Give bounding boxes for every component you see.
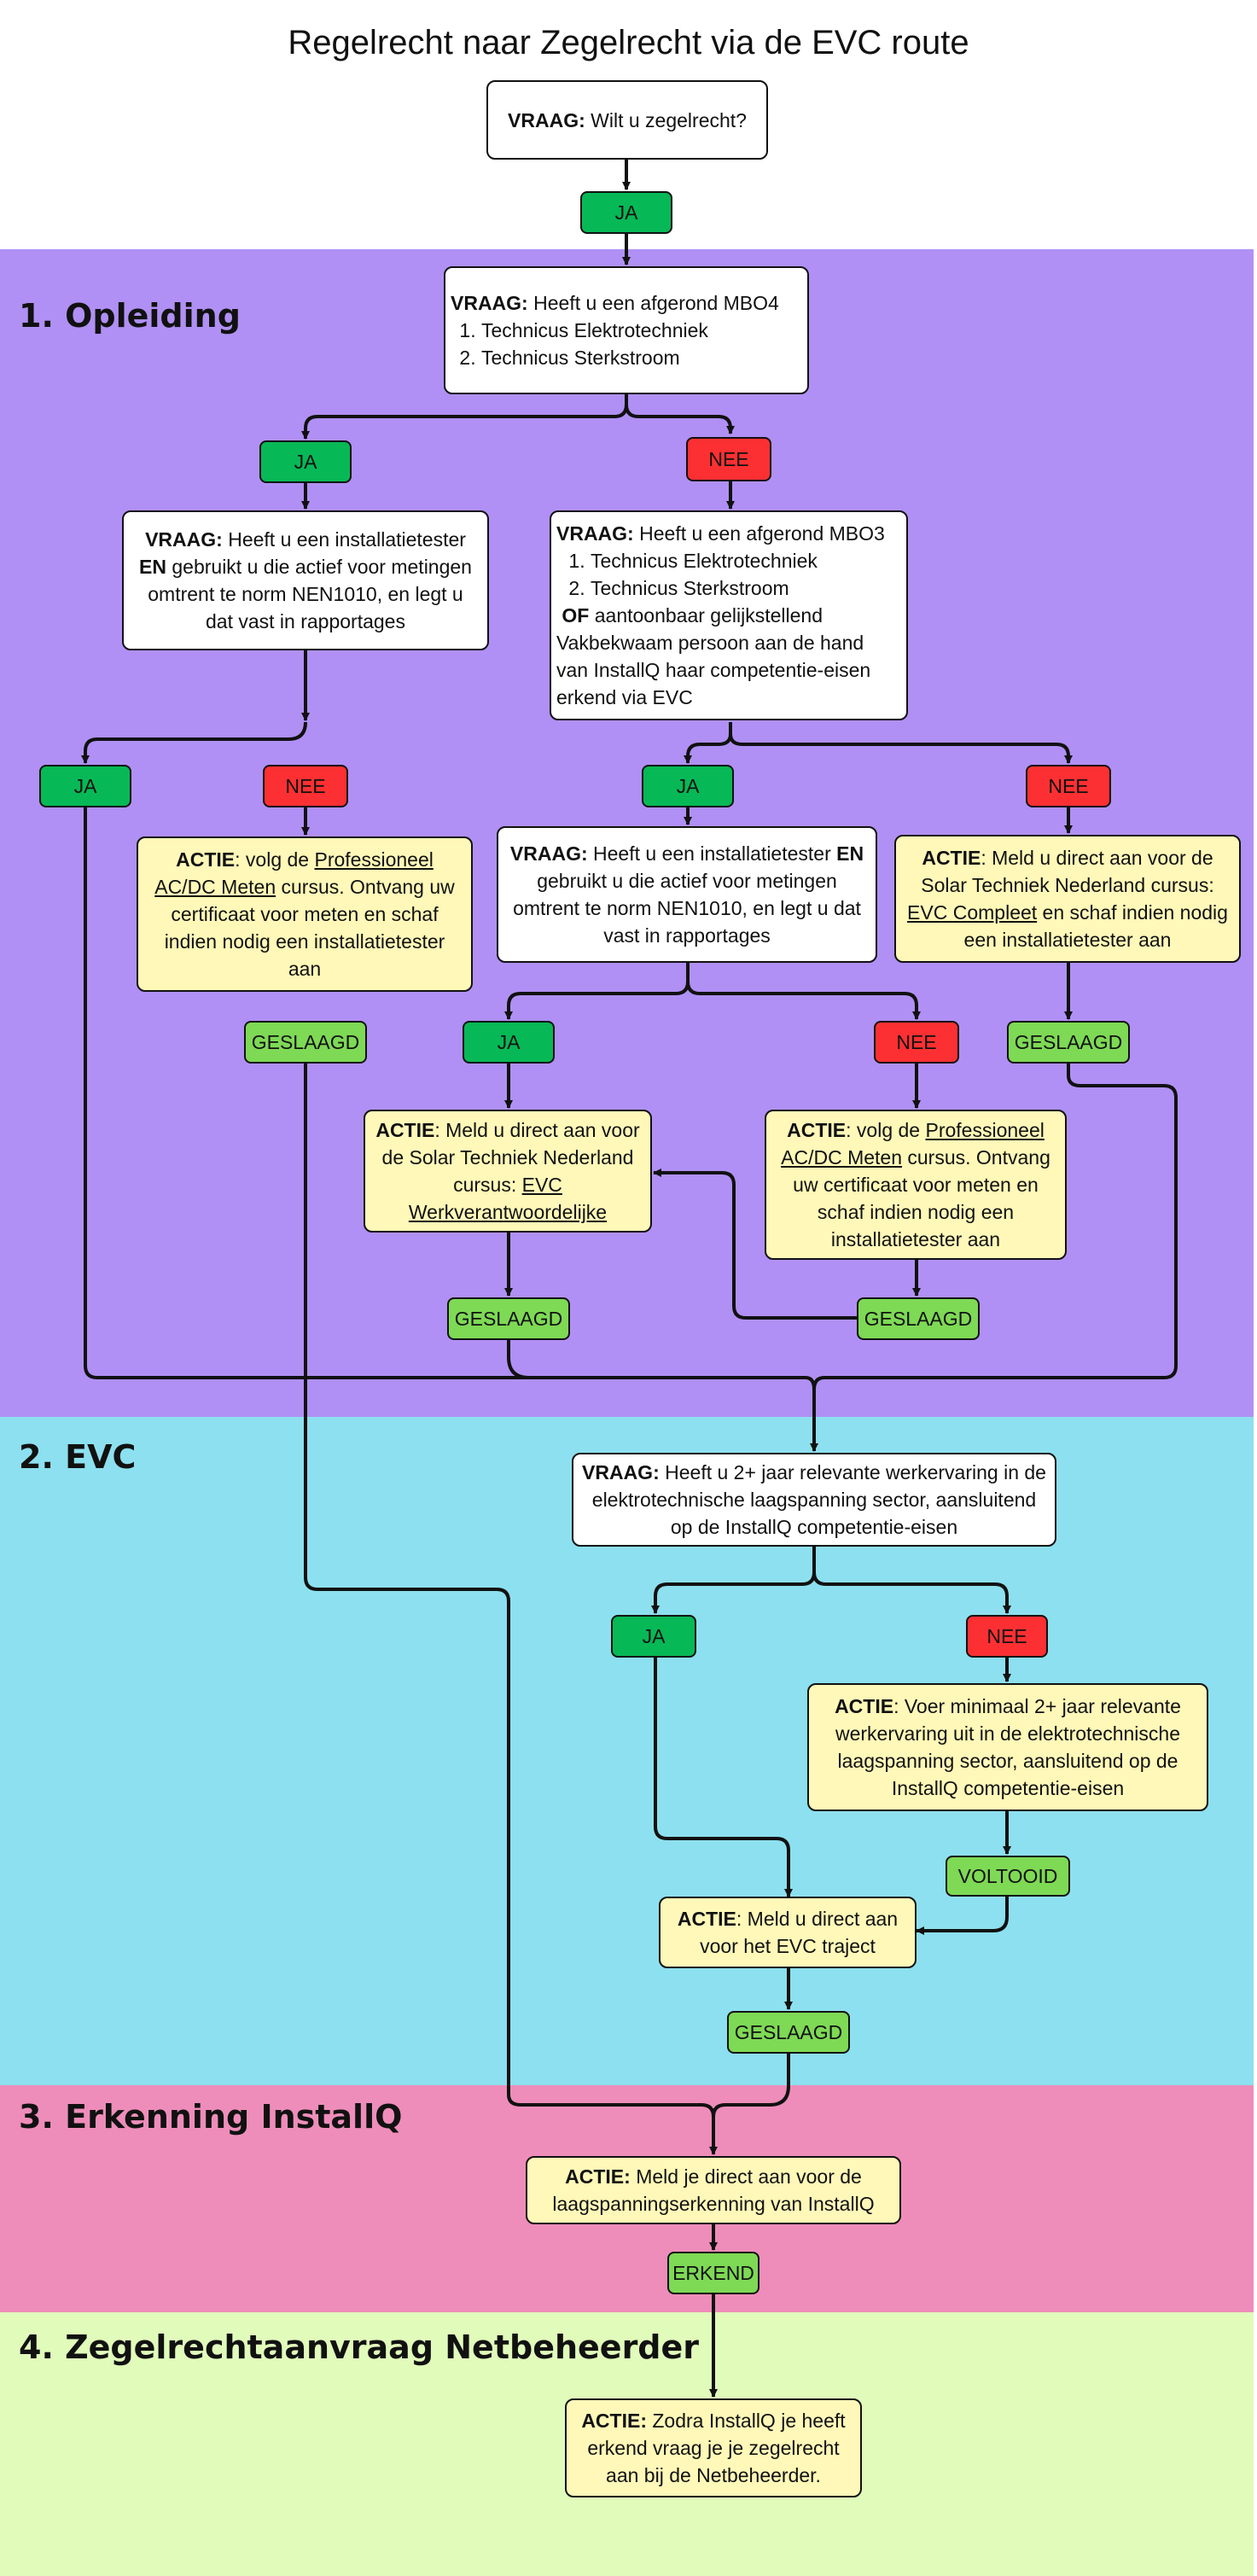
answer-nee-tester-mid: NEE <box>874 1021 959 1064</box>
page-title: Regelrecht naar Zegelrecht via de EVC ro… <box>288 24 969 61</box>
actie-label: ACTIE <box>922 847 981 869</box>
geslaagd-meten-left: GESLAAGD <box>244 1021 367 1064</box>
action-ac-dc-meten-left: ACTIE: volg de Professioneel AC/DC Meten… <box>137 836 473 992</box>
erkend-badge: ERKEND <box>667 2252 759 2294</box>
question-zegelrecht: VRAAG: Wilt u zegelrecht? <box>486 80 768 160</box>
section-title-evc: 2. EVC <box>19 1438 137 1476</box>
actie-label: ACTIE <box>677 1908 736 1930</box>
question-werkervaring: VRAAG: Heeft u 2+ jaar relevante werkerv… <box>572 1453 1056 1547</box>
voltooid-werkervaring: VOLTOOID <box>946 1856 1070 1897</box>
geslaagd-evc-traject: GESLAAGD <box>727 2011 850 2054</box>
action-meten-right-pre: : volg de <box>846 1119 926 1141</box>
question-tester-left-post: gebruikt u die actief voor metingen omtr… <box>148 556 472 632</box>
answer-ja-mbo3: JA <box>642 765 734 807</box>
mbo4-item-1: Technicus Elektrotechniek <box>481 317 799 344</box>
section-title-opleiding: 1. Opleiding <box>19 297 241 335</box>
link-professioneel-ac-dc-meten[interactable]: Professioneel AC/DC Meten <box>154 848 434 898</box>
vraag-label: VRAAG: <box>451 292 528 314</box>
answer-nee-mbo4: NEE <box>686 437 771 481</box>
answer-ja-mbo4: JA <box>259 440 352 483</box>
actie-colon-label: ACTIE: <box>581 2410 647 2432</box>
question-tester-left-pre: Heeft u een installatietester <box>228 528 466 551</box>
question-installatietester-left: VRAAG: Heeft u een installatietester EN … <box>122 510 489 650</box>
link-evc-werkverantwoordelijke[interactable]: EVC Werkverantwoordelijke <box>408 1174 608 1223</box>
of-label: OF <box>562 604 590 627</box>
geslaagd-evc-werk: GESLAAGD <box>447 1297 570 1340</box>
geslaagd-meten-right: GESLAAGD <box>857 1297 980 1340</box>
answer-nee-mbo3: NEE <box>1026 765 1111 807</box>
link-evc-compleet[interactable]: EVC Compleet <box>907 901 1038 924</box>
vraag-label: VRAAG: <box>582 1461 660 1483</box>
action-netbeheerder: ACTIE: Zodra InstallQ je heeft erkend vr… <box>565 2398 862 2497</box>
question-mbo3-of-text: aantoonbaar gelijkstellend Vakbekwaam pe… <box>556 604 871 708</box>
action-meten-left-pre: : volg de <box>235 848 315 871</box>
vraag-label: VRAAG: <box>508 108 585 131</box>
mbo4-item-2: Technicus Sterkstroom <box>481 344 799 371</box>
section-title-erkenning: 3. Erkenning InstallQ <box>19 2098 403 2136</box>
question-tester-mid-post: gebruikt u die actief voor metingen omtr… <box>513 870 861 947</box>
action-evc-compleet: ACTIE: Meld u direct aan voor de Solar T… <box>894 835 1241 963</box>
mbo3-item-2: Technicus Sterkstroom <box>591 574 898 602</box>
link-professioneel-ac-dc-meten[interactable]: Professioneel AC/DC Meten <box>781 1119 1045 1169</box>
actie-colon-label: ACTIE: <box>565 2165 631 2188</box>
action-werkervaring: ACTIE: Voer minimaal 2+ jaar relevante w… <box>807 1683 1208 1811</box>
action-werkervaring-text: : Voer minimaal 2+ jaar relevante werker… <box>835 1695 1181 1799</box>
question-mbo4: VRAAG: Heeft u een afgerond MBO4 Technic… <box>444 266 809 394</box>
action-installq-erkenning: ACTIE: Meld je direct aan voor de laagsp… <box>526 2156 901 2224</box>
en-label: EN <box>836 842 864 865</box>
action-meten-right-post: cursus. Ontvang uw certificaat voor mete… <box>793 1146 1050 1250</box>
actie-label: ACTIE <box>176 848 236 871</box>
actie-label: ACTIE <box>835 1695 894 1717</box>
answer-ja-tester-mid: JA <box>463 1021 555 1064</box>
en-label: EN <box>139 556 166 578</box>
action-meten-left-post: cursus. Ontvang uw certificaat voor mete… <box>164 876 455 980</box>
question-mbo3-text: Heeft u een afgerond MBO3 <box>639 522 885 545</box>
action-evc-compleet-pre: : Meld u direct aan voor de Solar Techni… <box>921 847 1214 896</box>
vraag-label: VRAAG: <box>556 522 634 545</box>
vraag-label: VRAAG: <box>145 528 223 551</box>
geslaagd-evc-compleet: GESLAAGD <box>1007 1021 1130 1064</box>
action-netbeheerder-text: Zodra InstallQ je heeft erkend vraag je … <box>587 2410 846 2486</box>
question-zegelrecht-text: Wilt u zegelrecht? <box>591 108 747 131</box>
question-installatietester-mid: VRAAG: Heeft u een installatietester EN … <box>497 826 877 963</box>
answer-ja-werkervaring: JA <box>611 1615 696 1658</box>
action-evc-traject: ACTIE: Meld u direct aan voor het EVC tr… <box>659 1897 917 1968</box>
vraag-label: VRAAG: <box>509 842 588 865</box>
answer-ja-zegelrecht: JA <box>580 191 672 234</box>
question-werkervaring-text: Heeft u 2+ jaar relevante werkervaring i… <box>591 1461 1046 1538</box>
question-mbo3: VRAAG: Heeft u een afgerond MBO3 Technic… <box>550 510 908 720</box>
answer-nee-werkervaring: NEE <box>966 1615 1048 1658</box>
action-installq-text: Meld je direct aan voor de laagspannings… <box>552 2165 875 2215</box>
actie-label: ACTIE <box>787 1119 847 1141</box>
action-evc-werk-pre: : Meld u direct aan voor de Solar Techni… <box>381 1119 640 1196</box>
action-evc-werkverantwoordelijke: ACTIE: Meld u direct aan voor de Solar T… <box>364 1110 652 1233</box>
action-ac-dc-meten-right: ACTIE: volg de Professioneel AC/DC Meten… <box>765 1110 1067 1260</box>
question-tester-mid-pre: Heeft u een installatietester <box>593 842 831 865</box>
answer-ja-tester-left: JA <box>39 765 131 807</box>
section-title-netbeheerder: 4. Zegelrechtaanvraag Netbeheerder <box>19 2328 700 2366</box>
action-evc-traject-text: : Meld u direct aan voor het EVC traject <box>700 1908 899 1957</box>
question-mbo4-text: Heeft u een afgerond MBO4 <box>533 292 779 314</box>
actie-label: ACTIE <box>375 1119 435 1141</box>
action-evc-compleet-post: en schaf indien nodig een installatietes… <box>963 901 1228 951</box>
answer-nee-tester-left: NEE <box>263 765 348 807</box>
mbo3-item-1: Technicus Elektrotechniek <box>591 547 898 574</box>
